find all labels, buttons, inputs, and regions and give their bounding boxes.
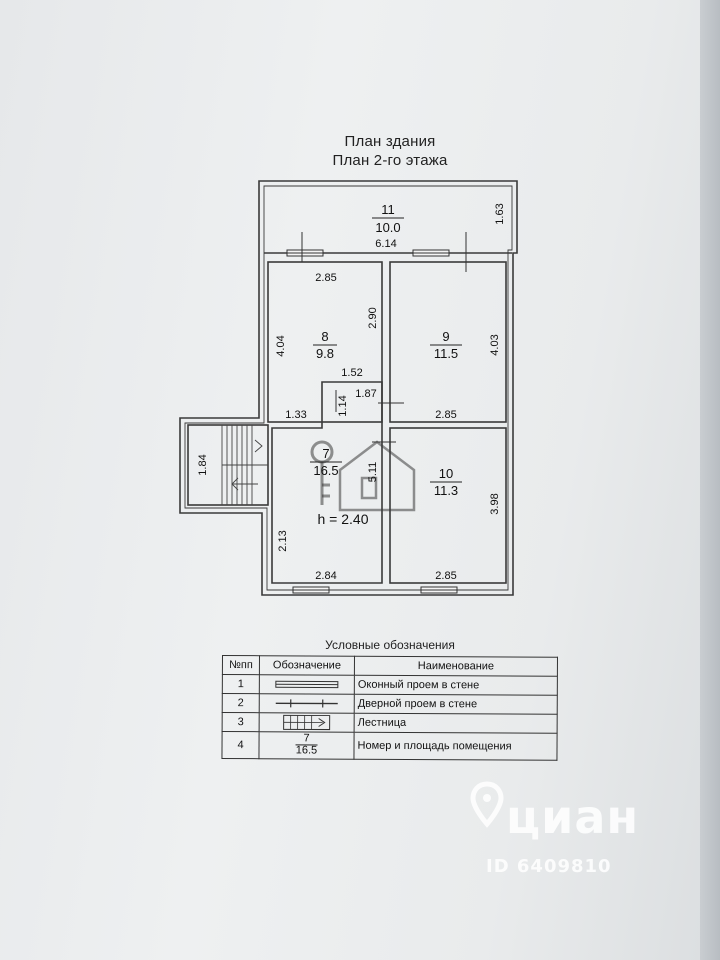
legend-row-name: Лестница (354, 713, 558, 734)
key-house-logo (310, 440, 416, 512)
dim-label: 2.85 (315, 272, 336, 284)
room-10-number: 10 (439, 466, 453, 481)
legend-row-name: Оконный проем в стене (354, 675, 558, 696)
dim-label: 3.98 (489, 493, 501, 514)
dim-label: 1.33 (285, 409, 306, 421)
window-icon (275, 680, 339, 688)
legend-row-num: 3 (222, 712, 260, 732)
legend-row: 1 Оконный проем в стене (222, 674, 558, 696)
room-9-number: 9 (442, 329, 449, 344)
dim-label: 4.03 (489, 334, 501, 355)
legend-row-num: 4 (221, 731, 260, 759)
dim-label: 4.04 (275, 335, 287, 356)
legend-row-symbol (259, 693, 355, 714)
dim-label: 1.63 (494, 203, 506, 224)
legend-row-symbol (259, 712, 355, 733)
stairs-icon (221, 425, 268, 505)
legend-row-num: 1 (222, 674, 260, 694)
room-7-wall (271, 381, 383, 584)
door-icon (275, 698, 338, 708)
dim-label: 1.52 (341, 367, 362, 379)
room-8-area: 9.8 (316, 346, 334, 361)
dim-label: 1.87 (355, 388, 376, 400)
legend-header-num: №пп (222, 655, 260, 675)
legend-row-name: Номер и площадь помещения (353, 732, 558, 761)
ceiling-height: h = 2.40 (318, 511, 369, 527)
symbol-room-area: 16.5 (295, 743, 318, 756)
plan-title: План здания (344, 133, 436, 150)
dim-label: 2.13 (277, 530, 289, 551)
window-markers (286, 249, 458, 594)
legend-row-symbol (259, 674, 355, 695)
outer-wall (179, 180, 518, 596)
outer-wall-inner (184, 185, 513, 591)
dim-label: 5.11 (367, 462, 379, 483)
legend-caption: Условные обозначения (325, 638, 455, 652)
legend-header-row: №пп Обозначение Наименование (222, 655, 558, 677)
legend-table: №пп Обозначение Наименование 1 Оконный п… (221, 655, 558, 761)
room-8-number: 8 (321, 329, 328, 344)
legend-header-name: Наименование (354, 656, 558, 677)
room-8-wall (267, 261, 383, 423)
plan-subtitle: План 2-го этажа (332, 152, 448, 169)
room-11-number: 11 (381, 202, 395, 217)
legend-header-symbol: Обозначение (259, 655, 355, 676)
dim-label: 2.85 (435, 570, 456, 582)
paper-edge (700, 0, 720, 960)
legend-row-num: 2 (222, 693, 260, 713)
watermark-listing-id: ID 6409810 (486, 856, 612, 877)
stairs-icon (283, 714, 331, 731)
room-7-area: 16.5 (313, 463, 338, 478)
dim-label: 1.84 (197, 454, 209, 475)
room-7-number: 7 (322, 446, 329, 461)
legend-row: 4 7 16.5 Номер и площадь помещения (221, 731, 558, 761)
room-number-area-symbol: 7 16.5 (295, 732, 318, 756)
dim-label: 2.84 (315, 570, 336, 582)
legend-row: 3 Лестница (222, 712, 558, 734)
legend-row: 2 Дверной проем в стене (222, 693, 558, 715)
dim-label: 6.14 (375, 238, 396, 250)
legend-row-symbol: 7 16.5 (258, 731, 355, 760)
room-9-area: 11.5 (434, 346, 458, 361)
location-pin-icon (470, 781, 504, 828)
watermark-brand: циан (506, 790, 640, 844)
dim-label: 2.90 (367, 307, 379, 328)
dim-label: 2.85 (435, 409, 456, 421)
legend-row-name: Дверной проем в стене (354, 694, 558, 715)
paper-sheet (0, 0, 700, 960)
room-9-wall (389, 261, 507, 423)
room-10-area: 11.3 (434, 483, 458, 498)
dim-label: 1.14 (337, 395, 349, 416)
room-11-area: 10.0 (375, 220, 400, 235)
room-10-wall (389, 427, 507, 584)
